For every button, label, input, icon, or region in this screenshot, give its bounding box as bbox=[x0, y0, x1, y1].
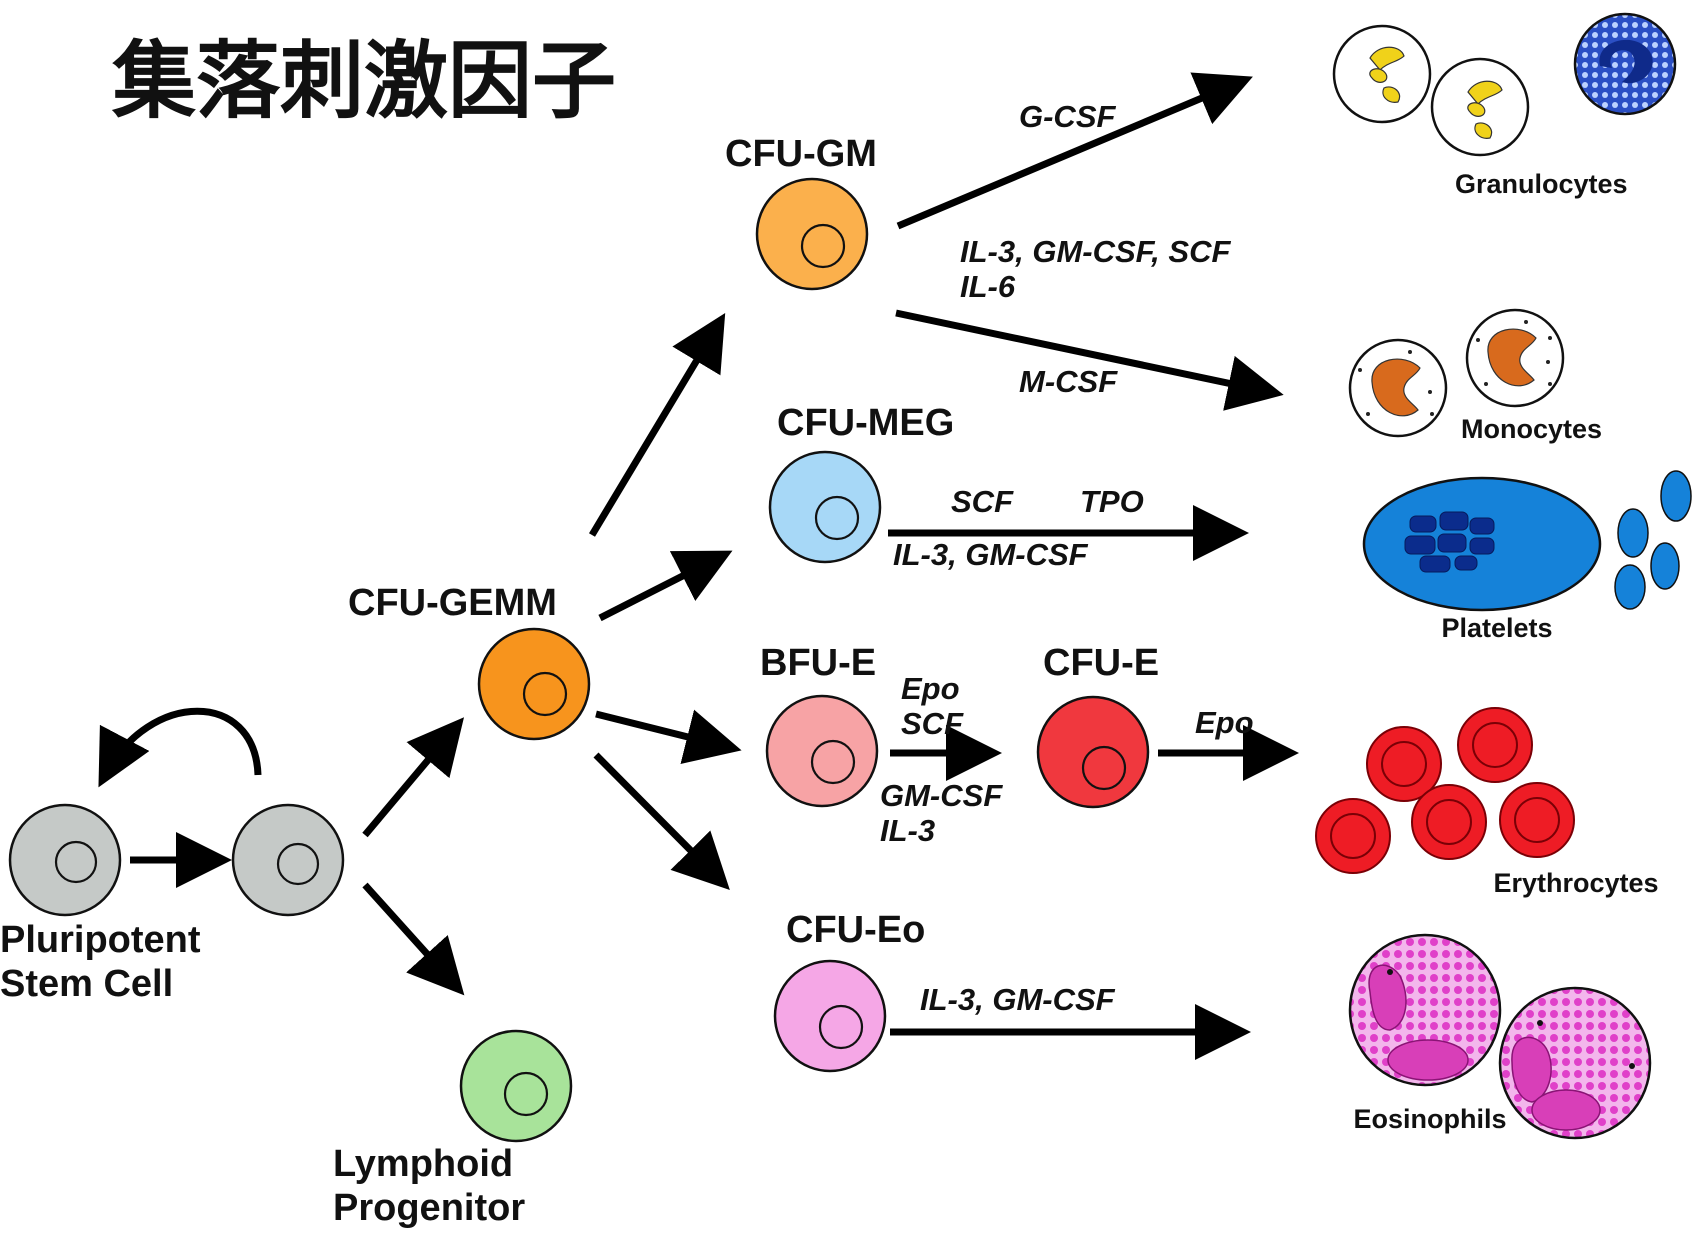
factor-gm-shared-line1: IL-3, GM-CSF, SCF bbox=[960, 234, 1231, 269]
platelets-group: Platelets bbox=[1362, 470, 1692, 643]
granulocytes-group: Granulocytes bbox=[1332, 12, 1677, 199]
self-renewal-arrow bbox=[98, 707, 262, 788]
arrows bbox=[98, 72, 1299, 1060]
platelet-1 bbox=[1660, 470, 1692, 522]
monocyte-2 bbox=[1465, 308, 1565, 408]
platelet-3 bbox=[1650, 542, 1680, 590]
stem-to-gemm-arrow bbox=[362, 717, 465, 838]
factor-bfu-gmcsf: GM-CSF bbox=[880, 778, 1003, 813]
basophil bbox=[1573, 12, 1677, 116]
cfu-gm-label: CFU-GM bbox=[725, 133, 877, 175]
gm-to-granulocytes-arrow bbox=[896, 72, 1253, 230]
factor-eo-il3: IL-3, GM-CSF bbox=[920, 982, 1116, 1017]
erythrocyte-1 bbox=[1366, 726, 1442, 802]
monocyte-1 bbox=[1348, 338, 1448, 438]
cfu-gm-cell bbox=[755, 177, 869, 291]
factor-gcsf: G-CSF bbox=[1019, 99, 1117, 134]
stem-cell-left bbox=[8, 803, 122, 917]
factor-meg-il3: IL-3, GM-CSF bbox=[893, 537, 1089, 572]
factor-meg-tpo: TPO bbox=[1080, 484, 1144, 519]
factor-cfue-epo: Epo bbox=[1195, 705, 1254, 740]
granulocytes-label: Granulocytes bbox=[1455, 169, 1628, 199]
cfu-e-cell bbox=[1036, 695, 1150, 809]
platelet-2 bbox=[1617, 508, 1649, 558]
factor-mcsf: M-CSF bbox=[1019, 364, 1118, 399]
eosinophil-1 bbox=[1348, 933, 1502, 1087]
lymphoid-label-line1: Lymphoid bbox=[333, 1143, 513, 1185]
erythrocyte-2 bbox=[1457, 707, 1533, 783]
lymphoid-cell bbox=[459, 1029, 573, 1143]
eosinophils-label: Eosinophils bbox=[1353, 1104, 1506, 1134]
gemm-to-gm-arrow bbox=[588, 312, 726, 537]
pluripotent-label-line2: Stem Cell bbox=[0, 963, 173, 1005]
cfu-e-label: CFU-E bbox=[1043, 642, 1159, 684]
gemm-to-bfue-arrow bbox=[595, 709, 742, 764]
lymphoid-label-line2: Progenitor bbox=[333, 1187, 525, 1229]
pluripotent-label-line1: Pluripotent bbox=[0, 919, 201, 961]
platelet-4 bbox=[1614, 564, 1646, 610]
page-title: 集落刺激因子 bbox=[111, 32, 616, 130]
bfu-e-label: BFU-E bbox=[760, 642, 876, 684]
erythrocyte-3 bbox=[1315, 798, 1391, 874]
cfu-eo-cell bbox=[773, 959, 887, 1073]
cfu-meg-label: CFU-MEG bbox=[777, 402, 954, 444]
cfu-eo-label: CFU-Eo bbox=[786, 909, 925, 951]
monocytes-label: Monocytes bbox=[1461, 414, 1602, 444]
factor-meg-scf: SCF bbox=[951, 484, 1014, 519]
factor-gm-shared-line2: IL-6 bbox=[960, 269, 1016, 304]
gm-to-monocytes-arrow bbox=[895, 309, 1284, 411]
erythrocytes-label: Erythrocytes bbox=[1493, 868, 1658, 898]
stem-cell-right bbox=[231, 803, 345, 917]
gemm-to-eo-arrow bbox=[593, 752, 730, 890]
erythrocytes-group: Erythrocytes bbox=[1315, 707, 1659, 898]
neutrophil-2 bbox=[1430, 57, 1530, 157]
eosinophil-2 bbox=[1498, 986, 1652, 1140]
factor-bfu-scf: SCF bbox=[901, 706, 964, 741]
platelets-label: Platelets bbox=[1441, 613, 1552, 643]
cfu-gemm-cell bbox=[477, 627, 591, 741]
monocytes-group: Monocytes bbox=[1348, 308, 1602, 444]
factor-bfu-il3: IL-3 bbox=[880, 813, 935, 848]
cfu-gemm-label: CFU-GEMM bbox=[348, 582, 557, 624]
erythrocyte-4 bbox=[1411, 784, 1487, 860]
neutrophil-1 bbox=[1332, 24, 1432, 124]
gemm-to-meg-arrow bbox=[598, 550, 733, 622]
eosinophils-group: Eosinophils bbox=[1348, 933, 1652, 1140]
cfu-meg-cell bbox=[768, 450, 882, 564]
megakaryocyte-nuclei bbox=[1404, 511, 1495, 573]
factor-bfu-epo: Epo bbox=[901, 671, 960, 706]
bfu-e-cell bbox=[765, 694, 879, 808]
erythrocyte-5 bbox=[1499, 782, 1575, 858]
stem-to-lymphoid-arrow bbox=[362, 882, 465, 996]
